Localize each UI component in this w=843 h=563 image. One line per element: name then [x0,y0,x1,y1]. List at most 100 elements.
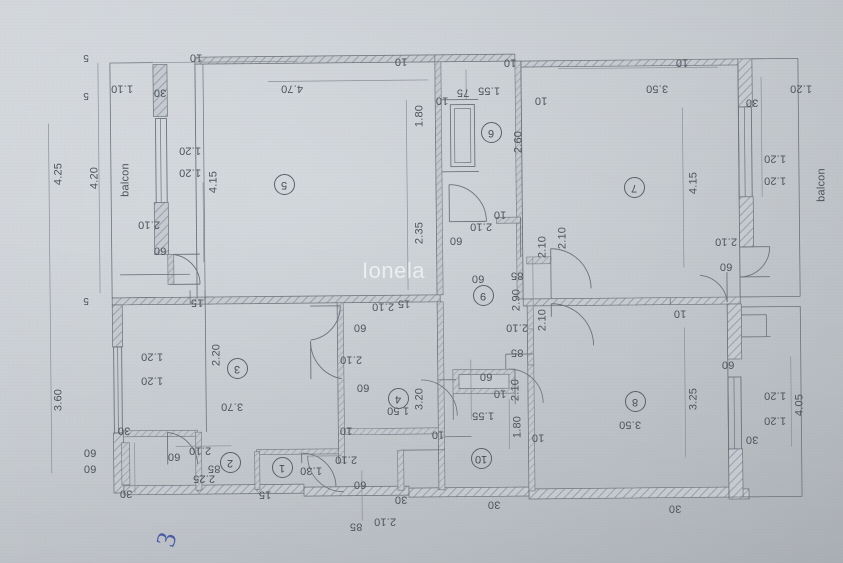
dimension-label: 2.25 [192,472,216,485]
dimension-label: 2.10 [469,220,493,233]
dimension-label: 30 [117,424,131,437]
room-number-marker: 1 [272,457,293,478]
dimension-label: 60 [471,272,485,285]
dimension-label: 10 [431,428,445,441]
dimension-label: 2.10 [339,353,363,366]
dimension-label: balcon [815,168,828,202]
room-number-text: 4 [395,392,402,405]
dimension-label: 3.50 [645,82,669,95]
dimension-label: 10 [673,307,687,320]
dimension-label: 30 [394,493,408,506]
dimension-label: 30 [668,502,682,515]
dimension-label: 2.10 [714,235,738,248]
dimension-label: 30 [153,86,167,99]
dimension-label: 10 [189,51,203,64]
dimension-label: 2.10 [371,300,395,313]
dimension-label: 1.80 [511,415,524,439]
dimension-label: 2.35 [413,221,426,245]
dimension-label: 2.10 [509,378,522,402]
dimension-label: 30 [119,487,133,500]
dimension-label: 85 [349,520,363,533]
dimension-label: 5 [83,52,89,63]
dimension-label: 10 [339,424,353,437]
dimension-label: 1.80 [413,104,426,128]
room-number-marker: 3 [227,358,248,379]
dimension-label: 1.20 [763,174,787,187]
dimension-label: 30 [745,96,759,109]
dimension-label: 2.10 [188,444,212,457]
dimension-label: 4.25 [52,162,65,186]
dimension-label: 1.55 [471,409,495,422]
dimension-label: 15 [397,297,411,310]
dimension-label: 10 [675,56,689,69]
dimension-label: 4.70 [280,82,304,95]
dimension-label: 10 [394,55,408,68]
dimension-label: 60 [153,244,167,257]
room-number-marker: 5 [274,174,295,195]
dimension-label: 1.20 [140,350,164,363]
dimension-label: 60 [449,234,463,247]
dimension-label: 3.60 [52,388,65,412]
dimension-label: 60 [353,321,367,334]
dimension-label: 10 [493,208,507,221]
dimension-label: balcon [119,163,132,197]
dimension-label: 1.30 [299,464,323,477]
dimension-label: 15 [190,296,204,309]
dimension-label: 60 [356,381,370,394]
dimension-label: 1.55 [477,84,501,97]
dimension-label: 4.15 [687,171,700,195]
dimension-label: 2.90 [510,288,523,312]
dimension-label: 85 [510,346,524,359]
dimension-label: 10 [435,94,449,107]
room-number-text: 6 [488,126,495,139]
room-number-text: 5 [281,178,288,191]
dimension-label: 10 [534,94,548,107]
dimension-label: 2.20 [210,343,223,367]
dimension-label: 5 [83,90,89,101]
room-number-marker: 7 [624,177,645,198]
dimension-label: 4.05 [793,393,806,417]
dimension-label: 10 [503,56,517,69]
room-number-marker: 2 [220,452,241,473]
dimension-label: 1.20 [763,389,787,402]
room-number-text: 10 [475,452,488,465]
room-number-text: 1 [279,461,286,474]
room-number-text: 8 [632,395,639,408]
dimension-label: 30 [745,433,759,446]
dimension-label: 4.15 [207,170,220,194]
dimension-label: 2.10 [536,308,549,332]
dimension-label: 2.10 [556,226,569,250]
room-number-text: 2 [227,456,234,469]
room-number-marker: 4 [388,388,409,409]
dimension-label: 2.10 [334,453,358,466]
room-number-text: 3 [234,362,241,375]
dimension-label: 1.20 [763,414,787,427]
dimension-label: 60 [167,450,181,463]
dimension-label: 4.20 [88,166,101,190]
room-number-marker: 8 [625,391,646,412]
dimension-label: 3.20 [413,387,426,411]
dimension-label: 60 [721,358,735,371]
room-number-text: 7 [631,181,638,194]
dimension-label: 30 [487,498,501,511]
dimension-label: 2.10 [536,235,549,259]
dimension-label: 10 [493,387,507,400]
dimension-label: 5 [83,295,89,306]
dimension-label: 2.10 [137,218,161,231]
dimension-label: 3.70 [220,400,244,413]
dimension-label: 1.10 [110,82,134,95]
dimension-label: 2.10 [505,321,529,334]
dimension-label: 2.10 [373,515,397,528]
dimension-label: 10 [531,431,545,444]
room-number-marker: 9 [473,285,494,306]
dimension-label: 1.20 [140,374,164,387]
dimension-label: 3.50 [618,418,642,431]
dimension-label: 3.25 [687,387,700,411]
dimension-label: 1.20 [178,166,202,179]
dimension-label: 60 [479,370,493,383]
dimension-label: 75 [456,86,470,99]
